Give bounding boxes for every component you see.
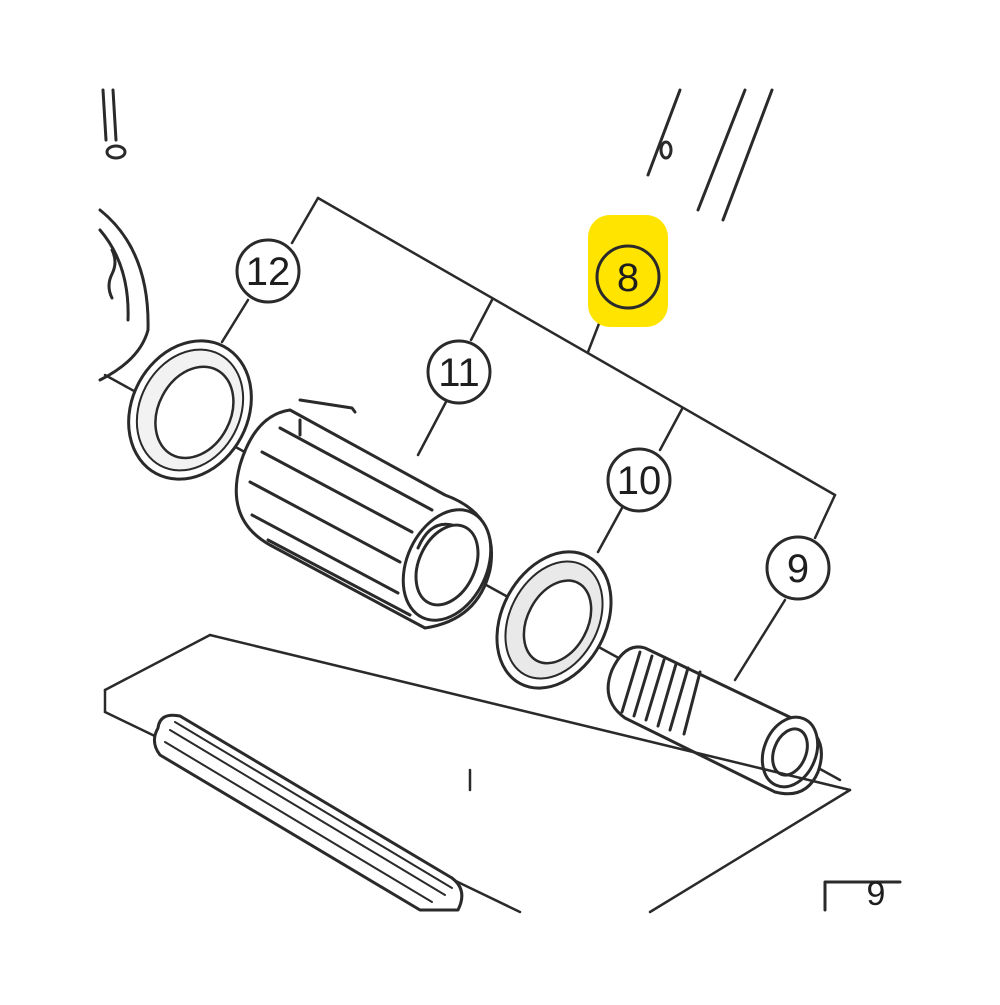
threaded-axle <box>153 713 464 912</box>
part-9-threaded-sleeve <box>606 645 823 796</box>
callout-8-label: 8 <box>617 256 639 300</box>
axle-fragment <box>646 88 774 222</box>
callout-8: 8 <box>595 244 661 310</box>
callout-10-label: 10 <box>617 459 662 503</box>
corner-box-label: 9 <box>867 875 886 913</box>
part-10-spacer-ring <box>495 550 613 690</box>
callout-11: 11 <box>426 339 492 405</box>
callout-12-label: 12 <box>246 250 291 294</box>
pin-fragment <box>101 88 127 160</box>
callout-9: 9 <box>765 535 831 601</box>
callout-bracket <box>290 196 837 540</box>
callout-9-label: 9 <box>787 547 809 591</box>
callout-11-label: 11 <box>438 351 480 395</box>
part-12-washer <box>127 339 253 481</box>
callout-12: 12 <box>235 238 301 304</box>
callout-10: 10 <box>606 447 672 513</box>
part-11-freehub-body <box>234 398 493 630</box>
corner-reference-box: 9 <box>823 875 902 913</box>
hub-body-fragment <box>98 208 150 382</box>
leader-lines <box>220 298 787 682</box>
